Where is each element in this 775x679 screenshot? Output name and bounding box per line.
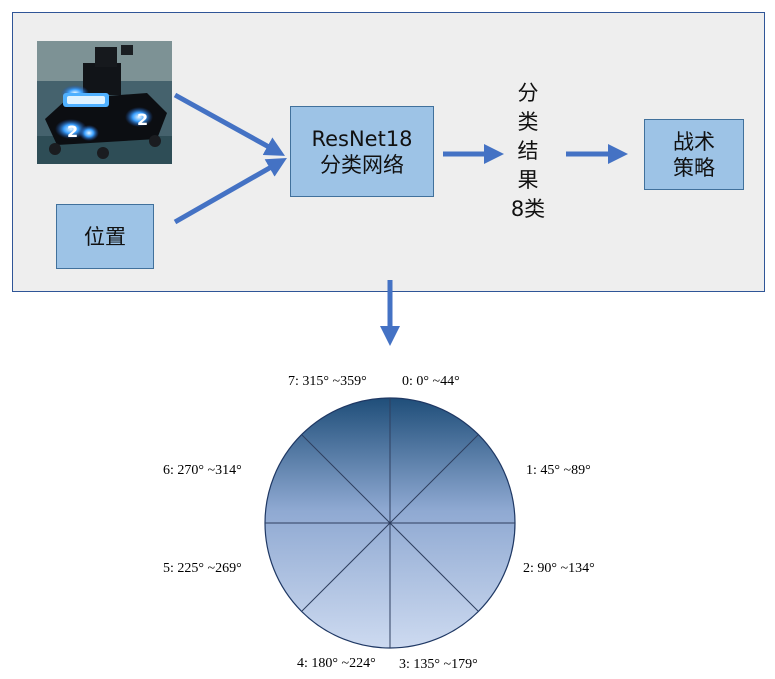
robot-photo: 2 2 — [37, 41, 172, 164]
class-label-1: 1: 45° ~89° — [526, 463, 591, 478]
class-label-0: 0: 0° ~44° — [402, 374, 460, 389]
svg-text:2: 2 — [137, 110, 148, 129]
classification-result-text: 分 类 结 果 8类 — [504, 79, 552, 224]
result-char: 分 — [517, 81, 539, 105]
resnet18-classifier-box: ResNet18 分类网络 — [290, 106, 434, 197]
arrow-position-to-resnet — [173, 158, 287, 225]
class-label-3: 3: 135° ~179° — [399, 657, 478, 672]
position-input-box: 位置 — [56, 204, 154, 269]
class-label-7: 7: 315° ~359° — [288, 374, 367, 389]
tactical-strategy-box: 战术 策略 — [644, 119, 744, 190]
arrow-image-to-resnet — [173, 92, 285, 156]
robot-illustration: 2 2 — [37, 41, 172, 164]
angle-sector-wheel — [264, 397, 516, 649]
result-count: 8类 — [510, 197, 546, 221]
result-char: 类 — [517, 110, 539, 134]
result-char: 结 — [517, 139, 539, 163]
class-label-5: 5: 225° ~269° — [163, 561, 242, 576]
class-label-6: 6: 270° ~314° — [163, 463, 242, 478]
position-label: 位置 — [84, 224, 126, 249]
sector-divider — [301, 434, 479, 612]
class-label-2: 2: 90° ~134° — [523, 561, 595, 576]
strategy-line2: 策略 — [673, 155, 715, 180]
result-char: 果 — [517, 168, 539, 192]
model-description: 分类网络 — [320, 152, 404, 177]
model-name: ResNet18 — [311, 126, 413, 151]
class-label-4: 4: 180° ~224° — [297, 656, 376, 671]
svg-text:2: 2 — [67, 122, 78, 141]
strategy-line1: 战术 — [673, 129, 715, 154]
